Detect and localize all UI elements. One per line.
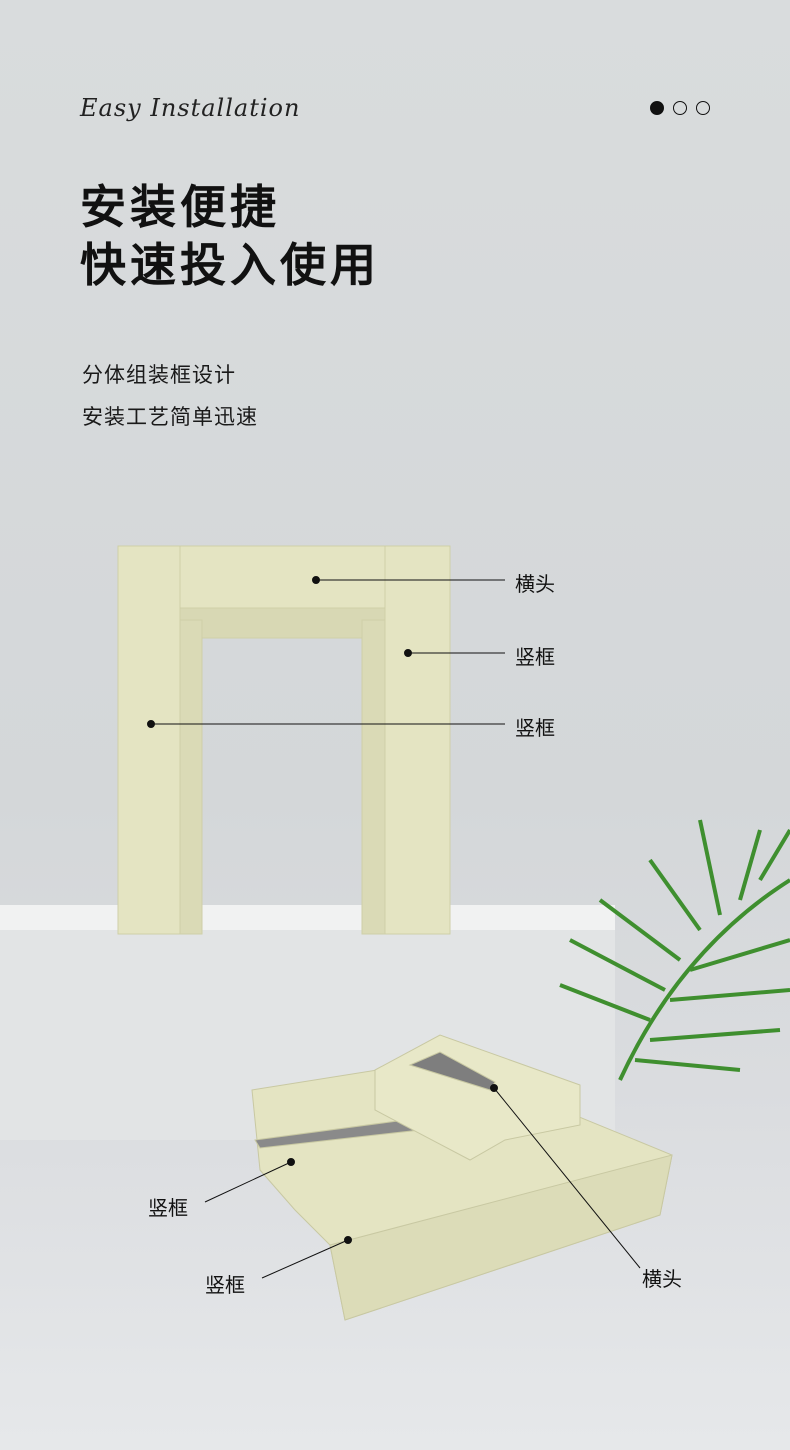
label-profile-header: 横头 (642, 1267, 682, 1291)
page-dot-active[interactable] (650, 101, 664, 115)
label-profile-jamb-1: 竖框 (148, 1196, 188, 1220)
headline-line: 快速投入使用 (80, 238, 380, 292)
tagline: Easy Installation (80, 94, 301, 122)
feature-item: 安装工艺简单迅速 (82, 405, 258, 429)
page-indicator (650, 101, 710, 115)
label-profile-jamb-2: 竖框 (205, 1273, 245, 1297)
label-top-rail: 横头 (515, 572, 555, 596)
headline: 安装便捷 快速投入使用 (80, 178, 380, 294)
door-frame (117, 545, 451, 935)
feature-item: 分体组装框设计 (82, 363, 236, 387)
label-left-jamb: 竖框 (515, 716, 555, 740)
page-dot[interactable] (673, 101, 687, 115)
frame-profiles (251, 1034, 673, 1321)
headline-line: 安装便捷 (80, 180, 280, 234)
plant-leaf-icon (559, 819, 790, 1081)
feature-list: 分体组装框设计 安装工艺简单迅速 (82, 354, 258, 438)
label-right-jamb: 竖框 (515, 645, 555, 669)
page-dot[interactable] (696, 101, 710, 115)
